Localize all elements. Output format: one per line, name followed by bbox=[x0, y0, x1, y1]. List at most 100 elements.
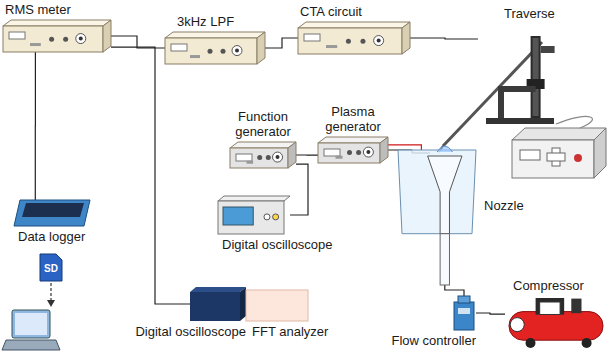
drawing-part bbox=[324, 149, 340, 156]
device-label: CTA circuit bbox=[300, 4, 362, 19]
arrow-head bbox=[47, 300, 55, 307]
drawing-part bbox=[257, 155, 262, 160]
signal-line bbox=[290, 164, 308, 215]
traverse-controller bbox=[512, 140, 594, 178]
drawing-part bbox=[510, 318, 524, 332]
controller-button bbox=[574, 154, 582, 162]
drawing-part bbox=[533, 38, 539, 116]
drawing-part bbox=[336, 156, 343, 159]
device-node: Flow controller bbox=[452, 296, 476, 330]
drawing-part bbox=[440, 234, 449, 285]
drawing-part bbox=[264, 214, 270, 220]
device-node: Function generator bbox=[230, 142, 296, 168]
drawing-part bbox=[240, 287, 246, 321]
device-label: Data logger bbox=[18, 229, 85, 244]
drawing-part bbox=[76, 34, 86, 44]
drawing-part bbox=[298, 22, 410, 28]
drawing-part bbox=[298, 28, 402, 54]
laptop-display bbox=[15, 313, 47, 335]
drawing-part bbox=[79, 37, 83, 41]
device-label: Plasma generator bbox=[318, 104, 388, 134]
drawing-part bbox=[190, 55, 200, 58]
device-drawing bbox=[218, 196, 290, 234]
device-node: FFT analyzer bbox=[246, 290, 308, 321]
drawing-part bbox=[509, 312, 603, 341]
drawing-part bbox=[30, 43, 41, 46]
drawing-part bbox=[356, 150, 361, 155]
signal-line bbox=[265, 38, 298, 48]
device-node: Compressor bbox=[505, 296, 607, 348]
drawing-part bbox=[232, 46, 242, 56]
signal-line bbox=[111, 36, 165, 48]
drawing-part bbox=[273, 214, 279, 220]
drawing-part bbox=[63, 37, 68, 42]
drawing-part bbox=[318, 137, 388, 143]
device-node: Nozzle bbox=[398, 150, 476, 285]
drawing-part bbox=[22, 203, 84, 217]
drawing-part bbox=[360, 39, 365, 44]
drawing-part bbox=[363, 147, 373, 157]
device-label: FFT analyzer bbox=[252, 324, 328, 339]
controller-top bbox=[512, 128, 606, 140]
drawing-part bbox=[582, 338, 592, 348]
device-drawing bbox=[3, 20, 111, 52]
drawing-part bbox=[257, 32, 265, 64]
drawing-part bbox=[326, 45, 337, 48]
drawing-part bbox=[3, 20, 111, 26]
drawing-part bbox=[536, 298, 565, 315]
device-label: Digital oscilloscope bbox=[135, 324, 246, 339]
drawing-part bbox=[571, 299, 581, 314]
device-drawing bbox=[246, 290, 308, 321]
drawing-part bbox=[14, 200, 90, 226]
device-drawing bbox=[230, 142, 296, 168]
drawing-part bbox=[190, 287, 246, 292]
drawing-part bbox=[190, 292, 240, 321]
device-label: Nozzle bbox=[484, 198, 524, 213]
drawing-part bbox=[218, 196, 290, 201]
device-drawing bbox=[14, 200, 90, 226]
drawing-part bbox=[3, 26, 103, 52]
drawing-part bbox=[165, 38, 257, 64]
controller-side bbox=[594, 128, 606, 178]
device-node: RMS meter bbox=[3, 20, 111, 52]
drawing-part bbox=[398, 150, 476, 234]
drawing-part bbox=[526, 338, 536, 348]
drawing-part bbox=[171, 44, 187, 51]
drawing-part bbox=[304, 34, 320, 41]
drawing-part bbox=[9, 32, 25, 39]
drawing-part bbox=[218, 201, 284, 234]
device-label: Flow controller bbox=[391, 333, 476, 348]
device-label: Digital oscilloscope bbox=[222, 237, 333, 252]
drawing-part bbox=[165, 32, 265, 38]
device-label: SD bbox=[40, 261, 62, 276]
device-drawing bbox=[505, 296, 607, 348]
drawing-part bbox=[454, 302, 474, 330]
drawing-part bbox=[223, 207, 253, 225]
device-node: Digital oscilloscope bbox=[218, 196, 290, 234]
drawing-part bbox=[377, 39, 381, 43]
controller-plus-h bbox=[547, 153, 565, 161]
drawing-part bbox=[49, 37, 54, 42]
device-node: CTA circuit bbox=[298, 22, 410, 54]
drawing-part bbox=[247, 161, 254, 164]
drawing-part bbox=[230, 148, 288, 168]
laptop-screen bbox=[12, 310, 50, 338]
laptop-base bbox=[2, 340, 60, 350]
device-label: 3kHz LPF bbox=[177, 14, 234, 29]
signal-line bbox=[388, 145, 421, 150]
signal-line bbox=[296, 154, 318, 155]
drawing-part bbox=[40, 254, 62, 281]
drawing-part bbox=[380, 137, 388, 163]
drawing-part bbox=[221, 49, 226, 54]
drawing-part bbox=[318, 143, 380, 163]
drawing-part bbox=[230, 142, 296, 148]
controller-display bbox=[520, 150, 540, 160]
device-label: Compressor bbox=[513, 278, 584, 293]
drawing-part bbox=[366, 150, 370, 154]
drawing-part bbox=[208, 49, 213, 54]
drawing-part bbox=[428, 156, 462, 234]
device-drawing bbox=[452, 296, 476, 330]
drawing-part bbox=[347, 150, 352, 155]
signal-line bbox=[445, 285, 464, 296]
drawing-part bbox=[235, 49, 239, 53]
